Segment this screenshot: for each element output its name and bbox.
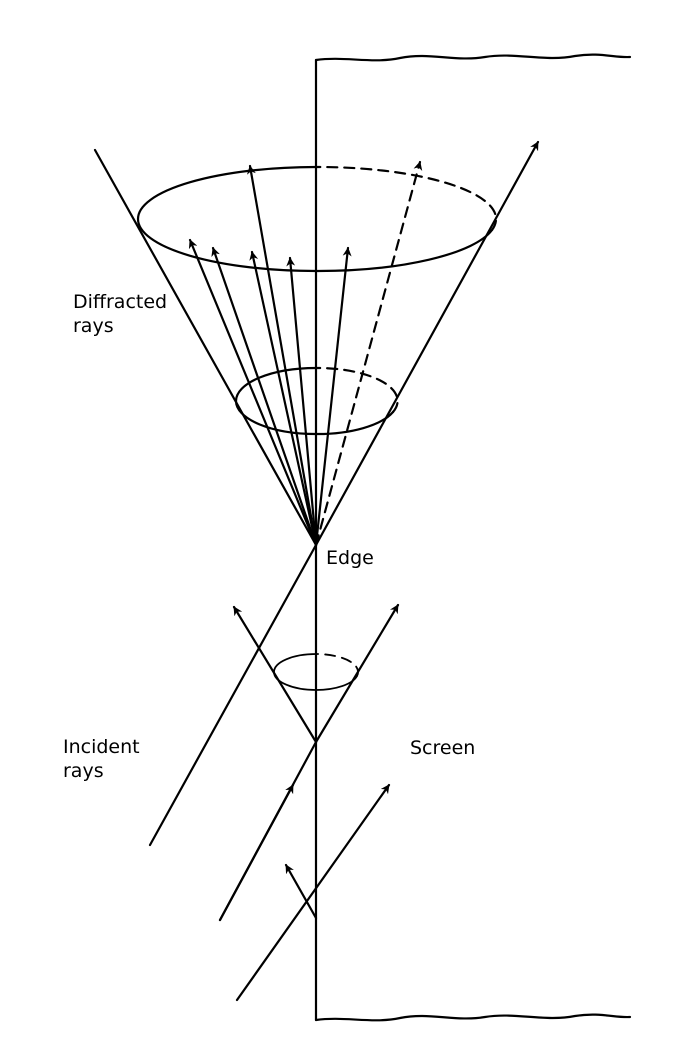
- cone-generator-left: [93, 148, 318, 547]
- incident-rays-label-line1: Incident: [63, 736, 140, 758]
- diffracted-ray-long: [246, 164, 318, 547]
- incident-ray-middle-arrow: [218, 783, 295, 922]
- diffracted-ray: [188, 238, 318, 547]
- diffracted-ray: [249, 250, 318, 547]
- small-cone-ellipse-dashed: [315, 653, 359, 677]
- diffracted-ray: [211, 246, 318, 547]
- screen-bottom-torn-edge: [314, 1013, 632, 1022]
- diffracted-ray: [286, 256, 318, 547]
- diffracted-rays-label-line2: rays: [73, 315, 114, 337]
- cone-small-ellipse-dashed: [314, 366, 399, 414]
- cone-small-ellipse-solid: [234, 366, 395, 436]
- diffracted-ray-set: [188, 160, 423, 547]
- edge-label: Edge: [326, 547, 374, 569]
- small-cone: [232, 603, 400, 744]
- incident-rays-label-line2: rays: [63, 760, 104, 782]
- small-cone-ellipse-solid: [273, 653, 358, 691]
- diffraction-cone: [93, 140, 540, 547]
- diffracted-rays-label: Diffracted rays: [73, 290, 167, 338]
- screen-plane: [314, 53, 632, 1022]
- incident-rays-label: Incident rays: [63, 735, 140, 783]
- cone-generator-right: [314, 140, 540, 547]
- screen-label: Screen: [410, 737, 476, 759]
- diffracted-rays-label-line1: Diffracted: [73, 291, 168, 313]
- cone-large-ellipse-dashed: [314, 165, 498, 232]
- diffracted-ray-hidden: [314, 160, 423, 547]
- cone-large-ellipse-solid: [136, 165, 494, 273]
- incident-ray-to-edge: [148, 543, 318, 847]
- incident-ray-set: [148, 543, 391, 1002]
- reflected-ray-lower: [284, 863, 318, 920]
- diffracted-ray: [314, 246, 352, 547]
- incident-ray-lower: [235, 783, 391, 1002]
- screen-top-torn-edge: [314, 53, 632, 62]
